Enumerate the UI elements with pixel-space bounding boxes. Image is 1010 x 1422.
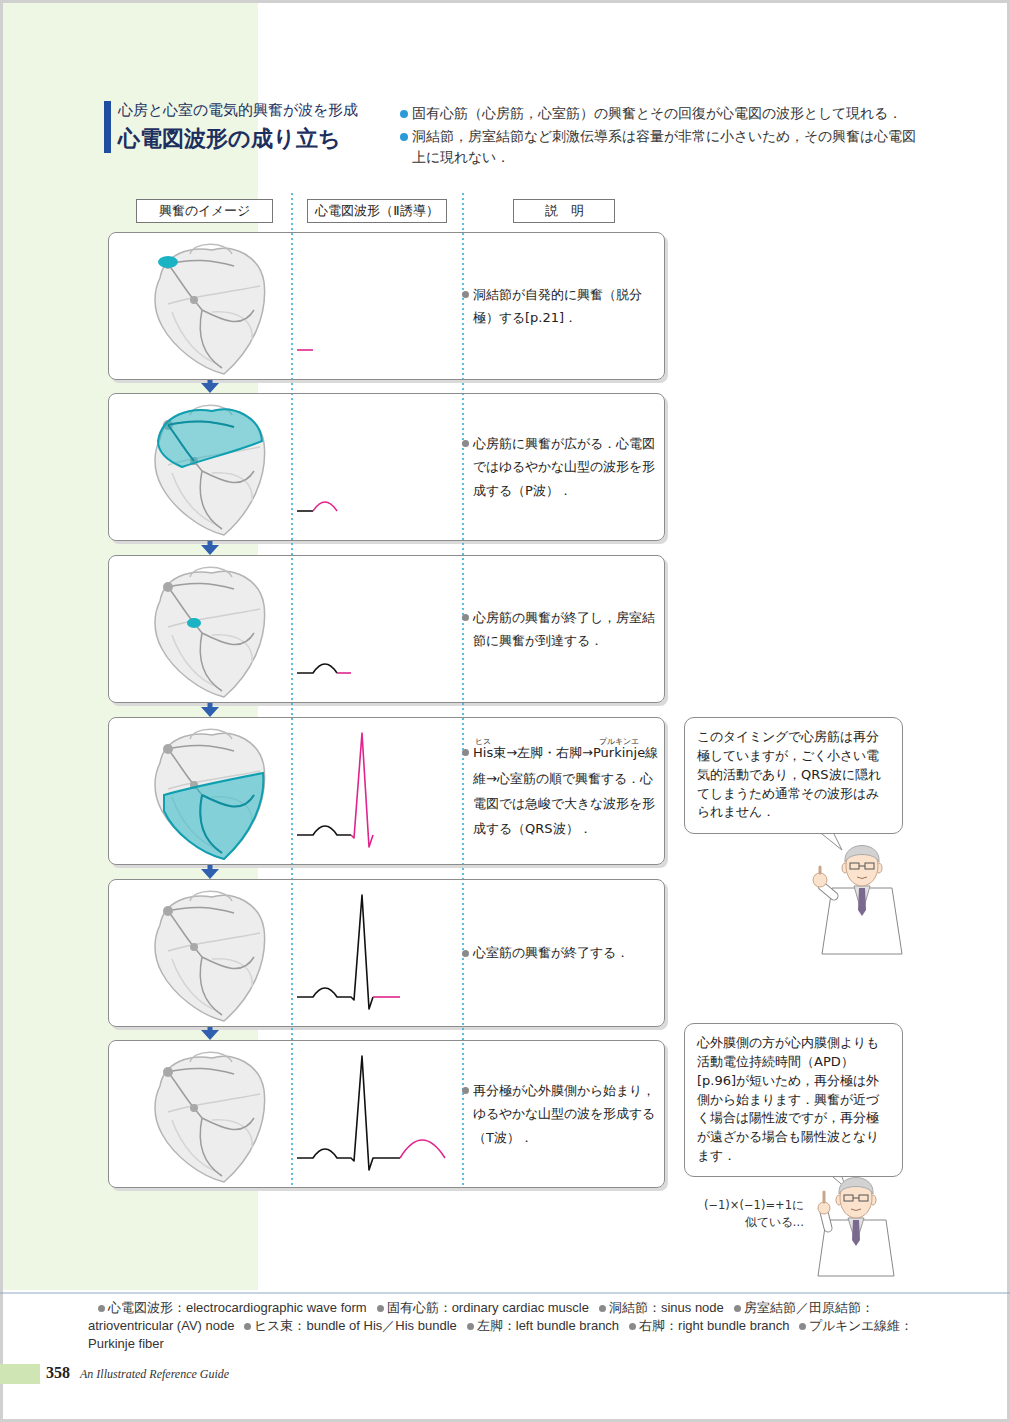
bubble-text: 心外膜側の方が心内膜側よりも活動電位持続時間（APD）[p.96]が短いため，再… <box>685 1024 902 1176</box>
ruby-reading: プルキンエ <box>599 738 639 746</box>
av-node-excitation <box>187 618 201 628</box>
panel-text: His束→左脚・右脚→Purkinje線維→心室筋の順で興奮する．心電図では急峻… <box>473 740 661 841</box>
heart <box>155 1052 265 1182</box>
panel-text: 洞結節が自発的に興奮（脱分極）する[p.21]． <box>473 283 661 330</box>
step-panel: 心室筋の興奮が終了する． <box>108 879 665 1027</box>
ecg-traces <box>297 350 445 1170</box>
glossary-dot <box>98 1305 105 1312</box>
arrow-shaft <box>208 380 213 383</box>
glossary-dot <box>629 1323 636 1330</box>
step-panel: 洞結節が自発的に興奮（脱分極）する[p.21]． <box>108 232 665 380</box>
footer-rule <box>0 1293 1010 1294</box>
book-title: An Illustrated Reference Guide <box>80 1367 229 1382</box>
page-title: 心電図波形の成り立ち <box>118 124 341 154</box>
glossary: 心電図波形：electrocardiographic wave form 固有心筋… <box>88 1299 930 1354</box>
speech-bubble: このタイミングで心房筋は再分極していますが，ごく小さい電気的活動であり，QRS波… <box>684 717 903 834</box>
column-header: 興奮のイメージ <box>136 199 273 223</box>
intro-bullet: 固有心筋（心房筋，心室筋）の興奮とその回復が心電図の波形として現れる． <box>412 103 917 125</box>
bullet-dot <box>400 110 408 118</box>
ruby-reading: ヒス <box>475 738 491 746</box>
arrow-shaft <box>208 865 213 869</box>
glossary-dot <box>244 1323 251 1330</box>
hdr-text: 興奮のイメージ <box>137 200 272 222</box>
arrow-head <box>201 869 219 879</box>
flow-arrow <box>201 380 219 393</box>
column-dividers <box>292 193 463 1188</box>
column-header: 心電図波形（Ⅱ誘導） <box>307 199 447 223</box>
bullet-dot <box>400 133 408 141</box>
glossary-dot <box>599 1305 606 1312</box>
bubble-text: このタイミングで心房筋は再分極していますが，ごく小さい電気的活動であり，QRS波… <box>685 718 902 832</box>
glossary-term: 右脚：right bundle branch <box>639 1318 789 1333</box>
title-bar <box>104 101 111 153</box>
panel-text: 再分極が心外膜側から始まり，ゆるやかな山型の波を形成する（T波）． <box>473 1079 661 1149</box>
heart <box>155 405 265 535</box>
page-tab <box>0 1364 40 1384</box>
bullet-dot <box>462 950 469 957</box>
flow-arrow <box>201 865 219 879</box>
ventricular-excitation <box>164 773 263 859</box>
glossary-dot <box>734 1305 741 1312</box>
glossary-term: 洞結節：sinus node <box>609 1300 724 1315</box>
hdr-text: 説 明 <box>514 200 614 222</box>
glossary-dot <box>799 1323 806 1330</box>
arrow-head <box>201 1030 219 1040</box>
atrial-excitation <box>158 409 262 467</box>
bullet-dot <box>462 440 469 447</box>
subheading: 心房と心室の電気的興奮が波を形成 <box>118 101 418 120</box>
step-panel: 再分極が心外膜側から始まり，ゆるやかな山型の波を形成する（T波）． <box>108 1040 665 1188</box>
glossary-term: 心電図波形：electrocardiographic wave form <box>108 1300 367 1315</box>
heart <box>155 729 265 859</box>
panel-text: 心室筋の興奮が終了する． <box>473 941 661 964</box>
speech-bubble: 心外膜側の方が心内膜側よりも活動電位持続時間（APD）[p.96]が短いため，再… <box>684 1023 903 1177</box>
step-panel: 心房筋の興奮が終了し，房室結節に興奮が到達する． <box>108 555 665 703</box>
panel-text: 心房筋に興奮が広がる．心電図ではゆるやかな山型の波形を形成する（P波）． <box>473 432 661 502</box>
flow-arrow <box>201 1027 219 1040</box>
hdr-text: 心電図波形（Ⅱ誘導） <box>308 200 446 222</box>
bullet-dot <box>462 614 469 621</box>
step-panel: 心房筋に興奮が広がる．心電図ではゆるやかな山型の波形を形成する（P波）． <box>108 393 665 541</box>
flow-arrow <box>201 703 219 717</box>
arrow-shaft <box>208 541 213 545</box>
column-header: 説 明 <box>513 199 615 223</box>
panel-text: 心房筋の興奮が終了し，房室結節に興奮が到達する． <box>473 606 661 653</box>
doctor-figure <box>813 846 902 955</box>
bullet-dot <box>462 1087 469 1094</box>
flow-arrow <box>201 541 219 555</box>
heart-illustrations <box>155 244 265 1182</box>
arrow-shaft <box>208 703 213 707</box>
step-panel: His束→左脚・右脚→Purkinje線維→心室筋の順で興奮する．心電図では急峻… <box>108 717 665 865</box>
bullet-dot <box>462 291 469 298</box>
intro-bullet: 洞結節，房室結節など刺激伝導系は容量が非常に小さいため，その興奮は心電図上に現れ… <box>412 126 917 169</box>
glossary-term: 左脚：left bundle branch <box>477 1318 619 1333</box>
glossary-dot <box>377 1305 384 1312</box>
arrow-head <box>201 545 219 555</box>
heart <box>155 891 265 1021</box>
arrow-shaft <box>208 1027 213 1030</box>
glossary-term: ヒス束：bundle of His／His bundle <box>254 1318 456 1333</box>
heart <box>155 244 265 374</box>
doctor-aside: (−1)×(−1)=+1に似ている… <box>692 1197 804 1230</box>
arrow-head <box>201 383 219 393</box>
bullet-dot <box>462 749 469 756</box>
doctor-figure <box>818 1178 894 1277</box>
glossary-dot <box>467 1323 474 1330</box>
arrow-head <box>201 707 219 717</box>
glossary-term: 固有心筋：ordinary cardiac muscle <box>387 1300 589 1315</box>
heart <box>155 567 265 697</box>
sinus-node-excitation <box>158 256 178 268</box>
panel-grounds <box>108 232 668 1191</box>
page-number: 358 <box>46 1364 70 1382</box>
